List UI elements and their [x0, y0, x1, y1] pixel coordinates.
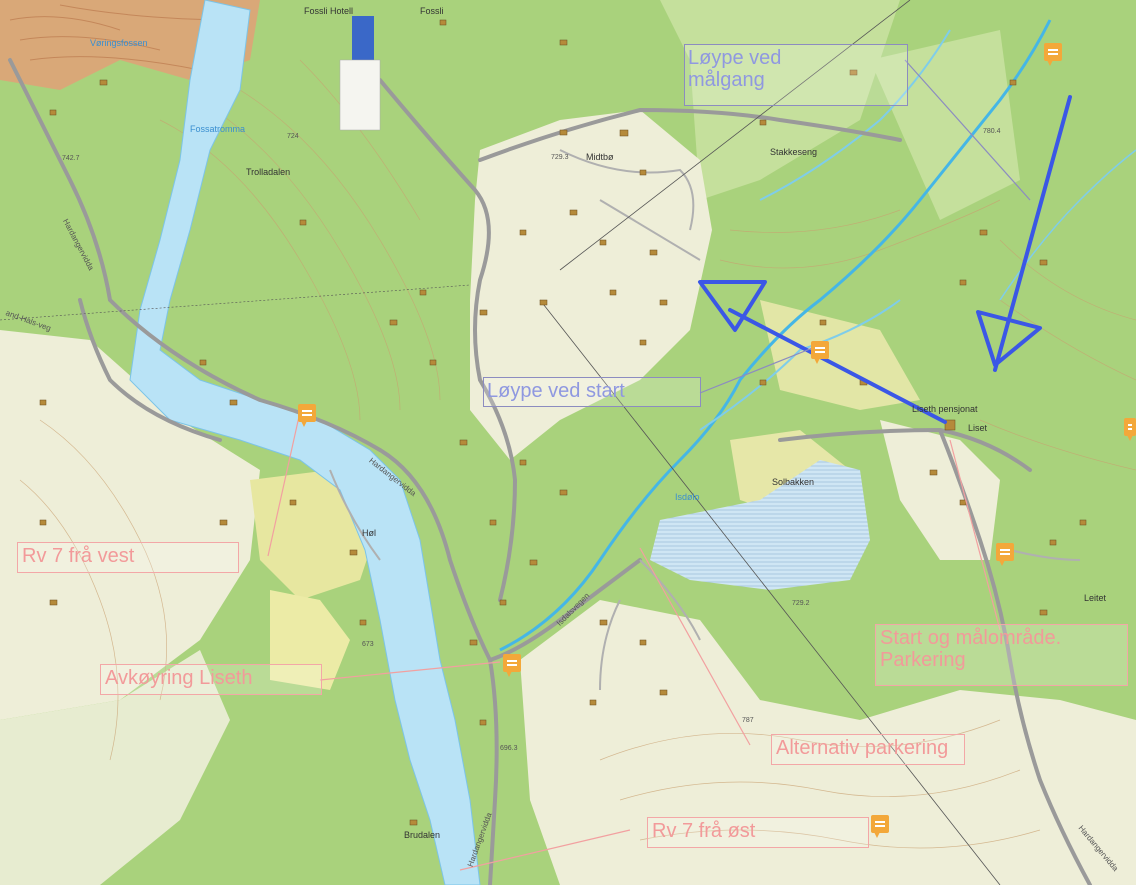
- place-label-stakkeseng: Stakkeseng: [770, 147, 818, 157]
- place-label-leitet: Leitet: [1084, 593, 1107, 603]
- start-route-arrowhead: [698, 280, 767, 332]
- annotation-finish-route-line1: Løype ved: [688, 47, 782, 69]
- annotation-alt-parking[interactable]: Alternativ parkering: [771, 734, 965, 765]
- open-land-midtbo: [470, 110, 712, 460]
- place-label-liseth-pensjonat: Liseth pensjonat: [912, 404, 978, 414]
- elevation-label: 780.4: [983, 128, 1001, 135]
- elevation-label: 787: [742, 717, 754, 724]
- elevation-label: 696.3: [500, 745, 518, 752]
- marsh-lake: [650, 460, 870, 590]
- cultivated-land: [760, 300, 920, 410]
- place-label-trolladalen: Trolladalen: [246, 167, 291, 177]
- contour-lines: [19, 59, 1136, 849]
- elevation-label: 729.3: [551, 154, 569, 161]
- annotation-finish-route[interactable]: Løype ved målgang: [684, 44, 908, 106]
- annotation-start-finish-line1: Start og målområde.: [880, 627, 1062, 649]
- map-pin[interactable]: [298, 404, 316, 427]
- annotation-rv7-east[interactable]: Rv 7 frå øst: [647, 817, 869, 848]
- map-pin[interactable]: [871, 815, 889, 838]
- elevation-label: 724: [287, 133, 299, 140]
- river-main: [129, 0, 481, 885]
- place-label-isdolo: Isdølo: [675, 492, 700, 502]
- annotation-leader: [904, 59, 1031, 201]
- annotation-start-finish-parking[interactable]: Start og målområde. Parkering: [875, 624, 1128, 686]
- map-pin[interactable]: [503, 654, 521, 677]
- river-isdolo: [499, 19, 1052, 652]
- place-label-fossli-hotel: Fossli Hotell: [304, 6, 354, 16]
- place-label-solbakken: Solbakken: [772, 477, 815, 487]
- annotation-leaders: [267, 411, 1001, 871]
- open-land: [0, 330, 260, 720]
- place-label-fossatromma: Fossatromma: [190, 124, 246, 134]
- place-label-voringsfossen: Vøringsfossen: [90, 38, 148, 48]
- contour-lines: [9, 4, 241, 71]
- annotation-leader: [699, 344, 821, 394]
- elevation-label: 729.2: [792, 600, 810, 607]
- map-pin[interactable]: [811, 341, 829, 364]
- map-pin[interactable]: [1044, 43, 1062, 66]
- river-branch: [699, 299, 901, 431]
- cultivated-land: [270, 590, 350, 690]
- place-label-midtbo: Midtbø: [586, 152, 614, 162]
- open-land-south: [520, 600, 1136, 885]
- elevation-label: 742.7: [62, 155, 80, 162]
- buildings: [39, 19, 1087, 826]
- place-label-liset: Liset: [968, 423, 988, 433]
- route-markings: [728, 95, 1072, 424]
- parking-lot: [339, 59, 381, 131]
- minor-roads: [329, 149, 1081, 691]
- annotation-start-finish-line2: Parkering: [880, 649, 966, 671]
- place-label-fossli: Fossli: [420, 6, 444, 16]
- map-pin[interactable]: [1124, 418, 1136, 441]
- finish-route-arrowhead: [976, 310, 1042, 367]
- annotation-finish-route-line2: målgang: [688, 69, 765, 91]
- place-label-brudalen: Brudalen: [404, 830, 441, 840]
- stream: [759, 29, 951, 201]
- fossli-hotel-building: [352, 16, 374, 64]
- map-pin[interactable]: [996, 543, 1014, 566]
- power-line: [539, 299, 1001, 885]
- annotation-rv7-west[interactable]: Rv 7 frå vest: [17, 542, 239, 573]
- annotation-exit-liseth[interactable]: Avkøyring Liseth: [100, 664, 322, 695]
- trail: [0, 284, 471, 321]
- annotation-start-route[interactable]: Løype ved start: [483, 377, 701, 407]
- elevation-label: 673: [362, 641, 374, 648]
- open-land-liset: [880, 420, 1000, 560]
- place-label-hoi: Høl: [362, 528, 376, 538]
- open-land: [0, 650, 230, 885]
- power-line: [559, 0, 911, 271]
